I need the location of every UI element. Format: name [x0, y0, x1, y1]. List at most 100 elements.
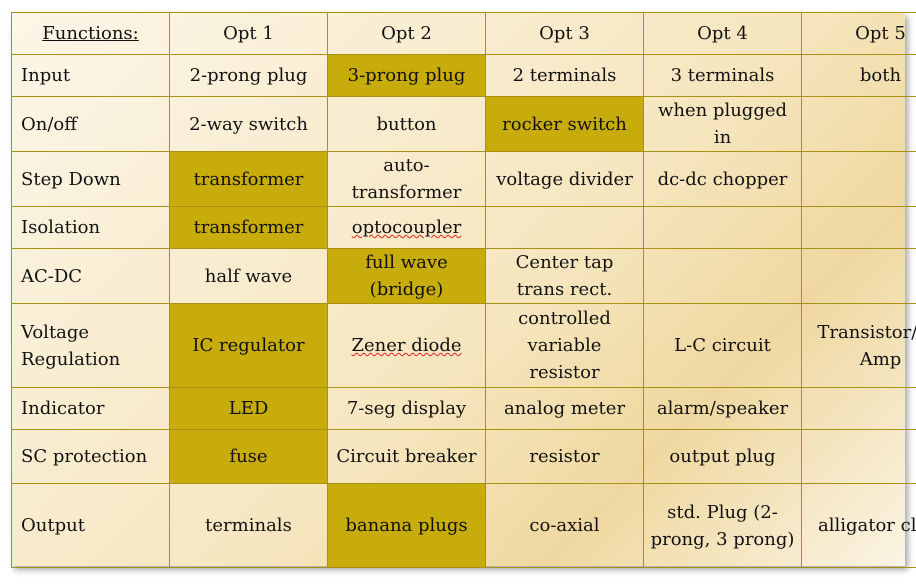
- option-cell-selected: banana plugs: [327, 483, 486, 568]
- option-cell: std. Plug (2-prong, 3 prong): [643, 483, 802, 568]
- option-cell: 2-way switch: [169, 96, 328, 152]
- option-text: dc-dc chopper: [657, 168, 788, 190]
- header-opt-3: Opt 3: [485, 12, 644, 55]
- option-cell: [801, 429, 916, 484]
- option-text: 2 terminals: [512, 65, 617, 86]
- option-text: std. Plug (2-prong, 3 prong): [650, 501, 795, 550]
- table-row: Step Down transformer auto-transformer volt…: [11, 151, 916, 207]
- option-text: half wave: [204, 265, 293, 287]
- option-text: fuse: [229, 446, 268, 467]
- option-text: when plugged in: [657, 100, 788, 148]
- option-text: L-C circuit: [674, 335, 771, 356]
- option-text: Circuit breaker: [336, 446, 477, 467]
- option-cell: [643, 206, 802, 249]
- option-cell: 2-prong plug: [169, 54, 328, 97]
- option-text: auto-transformer: [351, 155, 462, 203]
- option-cell: Circuit breaker: [327, 429, 486, 484]
- function-label: SC protection: [11, 429, 170, 484]
- option-text: controlled variable resistor: [518, 308, 611, 383]
- table-row: Voltage Regulation IC regulator Zener diod…: [11, 303, 916, 388]
- option-cell: co-axial: [485, 483, 644, 568]
- table-row: SC protection fuse Circuit breaker resistor…: [11, 429, 916, 484]
- option-text: 2-prong plug: [189, 65, 308, 86]
- option-cell: [801, 206, 916, 249]
- option-cell-selected: fuse: [169, 429, 328, 484]
- function-label: Voltage Regulation: [11, 303, 170, 388]
- option-cell: terminals: [169, 483, 328, 568]
- option-text: voltage divider: [496, 168, 633, 190]
- option-cell-selected: full wave (bridge): [327, 248, 486, 304]
- option-text: 2-way switch: [189, 113, 308, 135]
- table-row: Output terminals banana plugs co-axial std. …: [11, 483, 916, 568]
- header-opt-1: Opt 1: [169, 12, 328, 55]
- option-text: analog meter: [503, 398, 626, 419]
- option-text: optocoupler: [351, 217, 462, 238]
- table-row: Isolation transformer optocoupler: [11, 206, 916, 249]
- option-cell: [801, 151, 916, 207]
- function-label: Input: [11, 54, 170, 97]
- option-cell-selected: LED: [169, 387, 328, 430]
- function-label: Indicator: [11, 387, 170, 430]
- option-text: Center tap trans rect.: [515, 252, 614, 300]
- option-text: LED: [228, 398, 269, 419]
- option-cell: Center tap trans rect.: [485, 248, 644, 304]
- option-cell-selected: transformer: [169, 206, 328, 249]
- option-cell-selected: 3-prong plug: [327, 54, 486, 97]
- option-text: 3-prong plug: [347, 65, 466, 86]
- function-label: Isolation: [11, 206, 170, 249]
- option-cell: button: [327, 96, 486, 152]
- option-cell: controlled variable resistor: [485, 303, 644, 388]
- option-cell: alarm/speaker: [643, 387, 802, 430]
- option-cell: [801, 248, 916, 304]
- option-text: resistor: [529, 446, 600, 467]
- option-cell: [801, 387, 916, 430]
- option-cell: analog meter: [485, 387, 644, 430]
- option-text: Zener diode: [351, 335, 462, 356]
- option-text: output plug: [669, 446, 776, 467]
- table-row: Indicator LED 7-seg display analog meter ala…: [11, 387, 916, 430]
- option-text: full wave (bridge): [365, 252, 448, 300]
- option-cell: Transistor/Op Amp: [801, 303, 916, 388]
- option-text: terminals: [205, 515, 292, 536]
- option-cell: output plug: [643, 429, 802, 484]
- option-text: both: [859, 65, 902, 86]
- option-cell-selected: IC regulator: [169, 303, 328, 388]
- option-text: Transistor/Op Amp: [817, 321, 916, 370]
- option-text: transformer: [193, 217, 304, 238]
- option-cell: [643, 248, 802, 304]
- option-text: alligator clips: [817, 515, 916, 536]
- option-cell: half wave: [169, 248, 328, 304]
- option-cell: both: [801, 54, 916, 97]
- option-cell: optocoupler: [327, 206, 486, 249]
- option-cell: when plugged in: [643, 96, 802, 152]
- option-cell: dc-dc chopper: [643, 151, 802, 207]
- header-functions: Functions:: [11, 12, 170, 55]
- option-cell: [801, 96, 916, 152]
- option-cell-selected: rocker switch: [485, 96, 644, 152]
- option-cell: 2 terminals: [485, 54, 644, 97]
- option-text: alarm/speaker: [656, 398, 789, 419]
- function-label: AC-DC: [11, 248, 170, 304]
- header-opt-2: Opt 2: [327, 12, 486, 55]
- table-row: AC-DC half wave full wave (bridge) Center t…: [11, 248, 916, 304]
- header-opt-4: Opt 4: [643, 12, 802, 55]
- option-cell: L-C circuit: [643, 303, 802, 388]
- option-text: transformer: [193, 168, 304, 190]
- option-text: co-axial: [529, 515, 600, 536]
- header-opt-5: Opt 5: [801, 12, 916, 55]
- option-cell: alligator clips: [801, 483, 916, 568]
- option-text: rocker switch: [502, 113, 627, 135]
- table-row: Input 2-prong plug 3-prong plug 2 terminals…: [11, 54, 916, 97]
- option-cell: auto-transformer: [327, 151, 486, 207]
- option-text: 7-seg display: [346, 398, 467, 419]
- option-text: IC regulator: [192, 335, 305, 356]
- function-label: Step Down: [11, 151, 170, 207]
- option-text: banana plugs: [345, 515, 468, 536]
- function-label: Output: [11, 483, 170, 568]
- option-text: button: [376, 113, 437, 135]
- option-cell: voltage divider: [485, 151, 644, 207]
